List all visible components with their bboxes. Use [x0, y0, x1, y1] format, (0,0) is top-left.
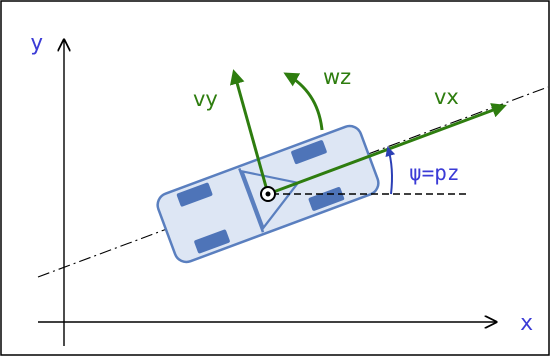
vy-vector-arrow [229, 69, 270, 195]
wheel-rear-left [176, 182, 213, 207]
psi-label: ψ=pz [409, 161, 460, 185]
vx-label: vx [434, 85, 459, 109]
wheel-front-left [291, 140, 327, 165]
wheel-rear-right [194, 229, 230, 254]
car-windshield-line [238, 167, 265, 233]
wz-label: wz [323, 65, 351, 89]
direction-triangle [240, 169, 300, 230]
center-of-mass-icon [260, 186, 276, 202]
wheel-front-right [308, 187, 345, 211]
vy-label: vy [193, 87, 218, 111]
psi-angle-arc [385, 146, 396, 195]
x-axis-label: x [520, 311, 533, 336]
y-axis-label: y [30, 31, 43, 56]
wz-rotation-arrow [283, 72, 324, 131]
